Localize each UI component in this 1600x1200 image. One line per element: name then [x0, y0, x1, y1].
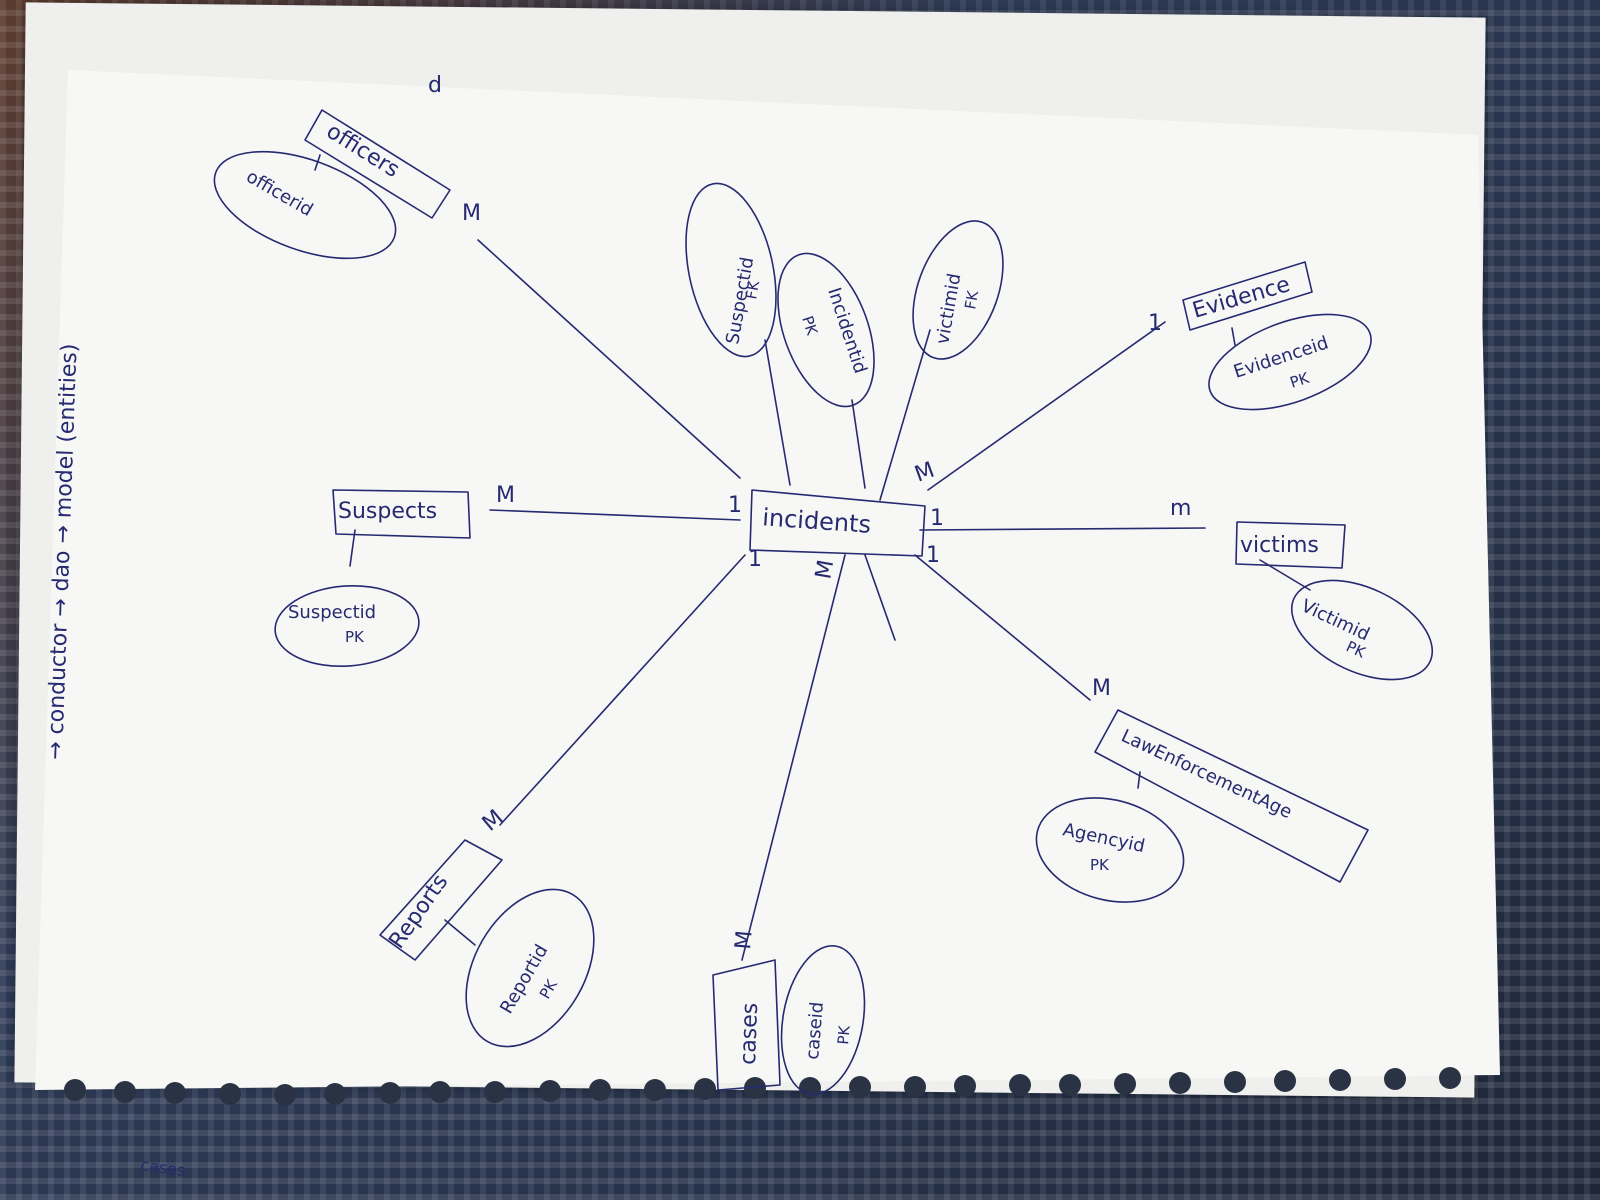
line-evidence-attr — [1231, 327, 1236, 346]
line-suspects — [489, 509, 741, 521]
line-reports — [499, 554, 746, 826]
entity-suspects: Suspects Suspectid PK M — [274, 483, 515, 668]
attr-reportid-ellipse — [465, 888, 595, 1048]
attr-caseid-label: caseid — [802, 1001, 828, 1060]
entity-suspects-label: Suspects — [338, 499, 437, 524]
attr-agencyid-pk: PK — [1090, 856, 1110, 874]
attr-caseid-ellipse — [780, 945, 866, 1095]
attr-suspectid-label: Suspectid — [288, 602, 376, 623]
line-attr-suspectid — [764, 339, 791, 486]
corner-note: cases — [139, 1155, 186, 1180]
card-cases: M — [731, 929, 758, 950]
line-victims — [919, 527, 1206, 531]
attr-suspectid-ellipse — [274, 584, 420, 668]
line-law-attr — [1137, 771, 1141, 789]
card-law: M — [1092, 676, 1111, 701]
card-center-left: 1 — [728, 493, 742, 518]
attr-agencyid-ellipse — [1035, 797, 1185, 903]
line-attr-victimid — [879, 329, 931, 501]
card-officers: M — [462, 201, 481, 226]
line-reports-attr — [444, 919, 476, 946]
card-center-bottom: M — [811, 558, 839, 581]
line-evidence — [927, 321, 1166, 491]
card-suspects: M — [496, 483, 515, 508]
line-officers — [477, 239, 741, 479]
attr-victimid-ellipse — [1290, 579, 1434, 681]
incident-attr-incidentid-pk: PK — [798, 314, 821, 339]
entity-cases: cases caseid PK M — [712, 929, 866, 1095]
card-evidence: 1 — [1148, 311, 1162, 336]
binding-holes — [64, 1067, 1461, 1106]
line-law — [914, 554, 1091, 701]
incident-attr-suspectid-pk: FK — [742, 278, 763, 300]
line-arrow — [864, 554, 896, 641]
card-center-lowright: 1 — [926, 543, 940, 568]
corner-mark: d — [428, 73, 442, 98]
attr-evidenceid-pk: PK — [1288, 368, 1313, 391]
line-attr-incidentid — [851, 399, 866, 489]
card-center-right: 1 — [930, 506, 944, 531]
relationship-lines — [314, 154, 1311, 961]
card-victims: m — [1170, 496, 1191, 521]
entity-victims-label: victims — [1240, 533, 1319, 558]
incident-attr-victimid-pk: FK — [961, 288, 982, 310]
card-center-lowleft: 1 — [748, 547, 762, 572]
attr-officerid-ellipse — [213, 150, 397, 260]
paper-sheet — [35, 70, 1500, 1090]
line-suspects-attr — [349, 529, 356, 567]
attr-caseid-pk: PK — [834, 1024, 854, 1046]
attr-evidenceid-ellipse — [1208, 313, 1372, 411]
line-cases — [741, 554, 846, 961]
attr-suspectid-pk: PK — [345, 628, 365, 646]
entity-cases-label: cases — [736, 1002, 763, 1065]
